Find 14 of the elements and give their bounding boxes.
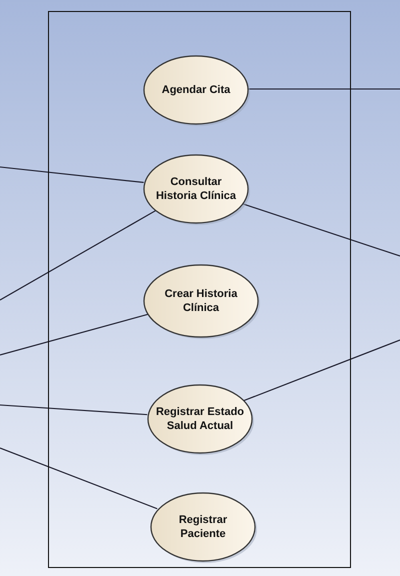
- use-case-label: Consultar Historia Clínica: [154, 175, 238, 203]
- association-line: [241, 202, 400, 257]
- use-case-label: Registrar Paciente: [178, 513, 228, 541]
- association-line: [0, 314, 148, 356]
- association-line: [247, 88, 400, 90]
- use-case-label: Agendar Cita: [160, 83, 232, 97]
- use-case-label: Registrar Estado Salud Actual: [154, 405, 246, 433]
- use-case-label: Crear Historia Clínica: [164, 287, 238, 315]
- association-line: [0, 447, 158, 510]
- association-line: [0, 166, 144, 184]
- system-boundary: [48, 11, 351, 568]
- association-line: [0, 210, 156, 300]
- association-line: [244, 339, 400, 402]
- association-line: [0, 404, 148, 416]
